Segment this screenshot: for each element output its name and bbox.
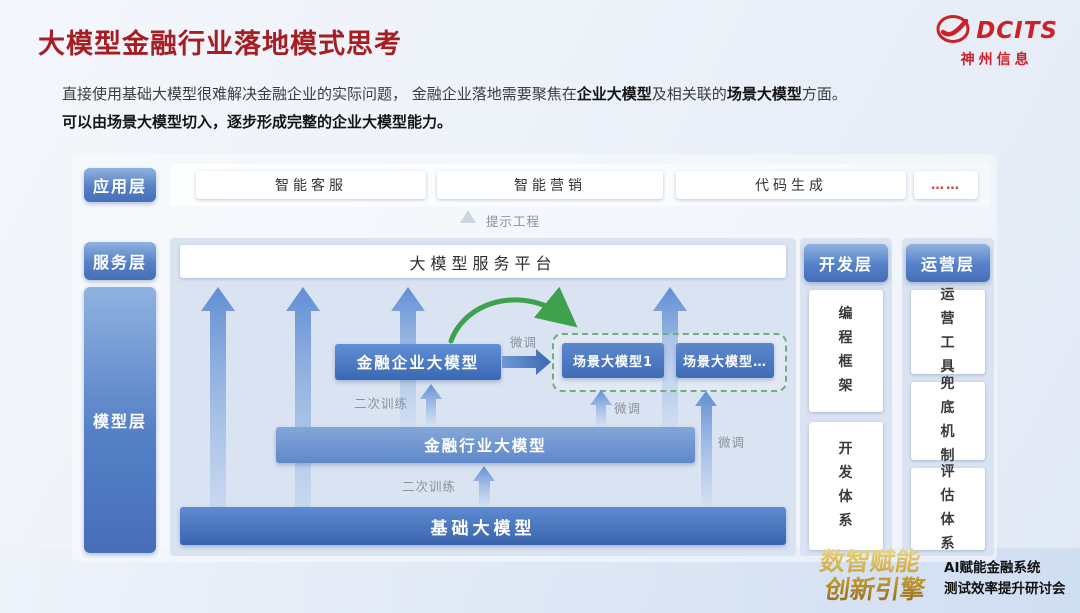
- operation-layer-label: 运营层: [906, 244, 990, 282]
- intro-line-1: 直接使用基础大模型很难解决金融企业的实际问题， 金融企业落地需要聚焦在企业大模型…: [62, 80, 1027, 108]
- intro-text: 方面。: [801, 85, 847, 103]
- finetune-label-right: 微调: [718, 435, 746, 450]
- brand-name: DCITS: [976, 18, 1058, 44]
- slogan-line-2: 创新引擎: [823, 575, 928, 604]
- ops-item-operation-tools: 运营工具: [911, 287, 985, 375]
- dcits-swoosh-icon: [935, 14, 971, 48]
- secondary-training-label-lower: 二次训练: [402, 479, 457, 494]
- prompt-engineering-label: 提示工程: [486, 214, 541, 229]
- finetune-label-top: 微调: [510, 335, 538, 350]
- ops-item-label: 运营工具: [940, 287, 956, 375]
- intro-text: 直接使用基础大模型很难解决金融企业的实际问题， 金融企业落地需要聚焦在: [62, 85, 577, 103]
- intro-text: 及相关联的: [651, 85, 727, 103]
- prompt-engineering-arrow-icon: [460, 210, 476, 223]
- application-layer-label: 应用层: [84, 168, 156, 202]
- service-platform-box: 大模型服务平台: [180, 245, 786, 278]
- finetune-label-mid: 微调: [614, 401, 642, 416]
- secondary-training-label-upper: 二次训练: [354, 396, 409, 411]
- app-item-more: ……: [914, 171, 978, 199]
- service-layer-label: 服务层: [84, 242, 156, 280]
- ops-item-label: 兜底机制: [940, 376, 956, 464]
- ops-item-fallback-mechanism: 兜底机制: [911, 376, 985, 464]
- base-model-box: 基础大模型: [180, 507, 786, 545]
- intro-line-2: 可以由场景大模型切入，逐步形成完整的企业大模型能力。: [62, 113, 453, 131]
- development-layer-label: 开发层: [804, 244, 888, 282]
- app-item-customer-service: 智能客服: [196, 171, 426, 199]
- dev-item-programming-framework: 编程框架: [809, 290, 883, 412]
- app-item-code-generation: 代码生成: [676, 171, 906, 199]
- dev-item-label: 编程框架: [838, 306, 854, 394]
- dev-item-development-system: 开发体系: [809, 422, 883, 550]
- brand-logo: DCITS 神州信息: [935, 14, 1058, 69]
- ops-item-evaluation-system: 评估体系: [911, 464, 985, 552]
- intro-paragraph: 直接使用基础大模型很难解决金融企业的实际问题， 金融企业落地需要聚焦在企业大模型…: [62, 80, 1027, 136]
- page-title: 大模型金融行业落地模式思考: [38, 29, 402, 60]
- dev-item-label: 开发体系: [838, 441, 854, 529]
- intro-bold-enterprise-model: 企业大模型: [576, 85, 652, 103]
- industry-model-box: 金融行业大模型: [276, 427, 695, 463]
- enterprise-model-box: 金融企业大模型: [335, 344, 501, 380]
- scenario-model-1-box: 场景大模型1: [562, 343, 664, 378]
- event-title: AI赋能金融系统 测试效率提升研讨会: [944, 558, 1066, 600]
- event-line-1: AI赋能金融系统: [944, 560, 1041, 576]
- intro-bold-scenario-model: 场景大模型: [726, 85, 802, 103]
- event-line-2: 测试效率提升研讨会: [944, 581, 1066, 597]
- app-item-marketing: 智能营销: [437, 171, 663, 199]
- scenario-model-more-box: 场景大模型…: [676, 343, 774, 378]
- ops-item-label: 评估体系: [940, 464, 956, 552]
- slogan-line-1: 数智赋能: [817, 547, 923, 576]
- brand-company: 神州信息: [960, 52, 1033, 68]
- model-layer-label: 模型层: [84, 287, 156, 553]
- event-slogan: 数智赋能 创新引擎: [788, 548, 948, 604]
